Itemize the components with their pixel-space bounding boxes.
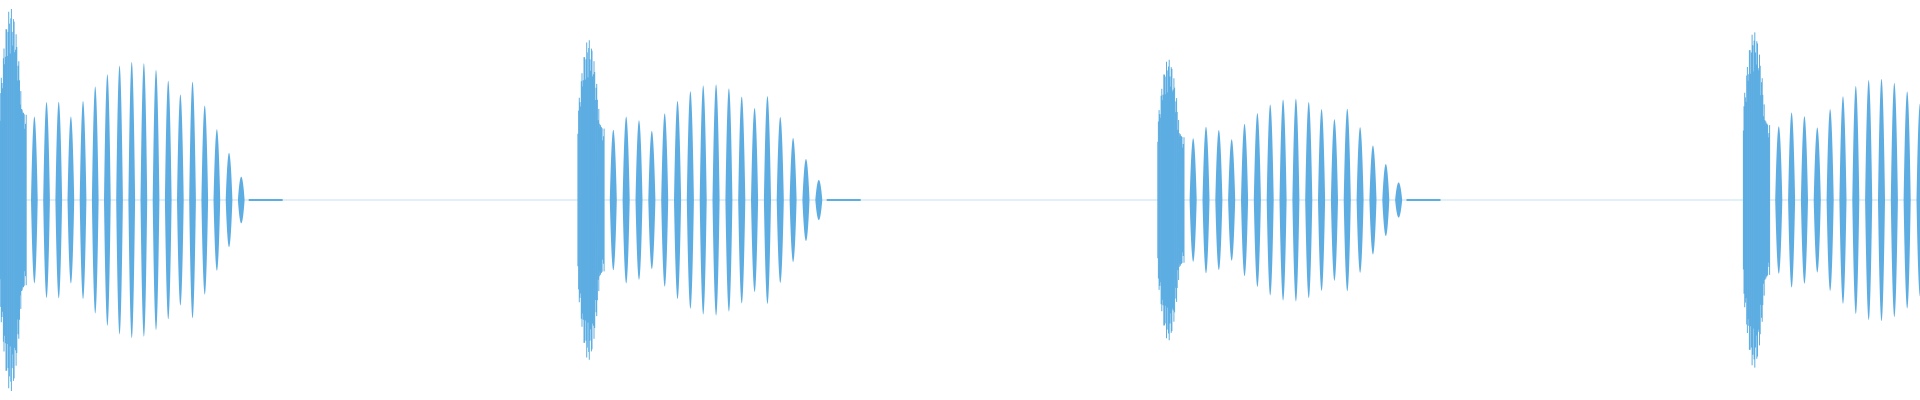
waveform-cycle bbox=[712, 84, 720, 316]
waveform-cycle bbox=[1215, 129, 1223, 271]
waveform-cycle bbox=[1839, 96, 1847, 304]
waveform-cycle bbox=[91, 86, 99, 314]
waveform-cycle bbox=[55, 101, 63, 299]
waveform-cycle bbox=[776, 117, 784, 283]
waveform-cycle bbox=[596, 124, 604, 276]
waveform-cycle bbox=[1305, 101, 1313, 299]
waveform-cycle bbox=[751, 108, 759, 292]
waveform-cycle bbox=[128, 61, 136, 339]
waveform-cycle bbox=[763, 96, 771, 304]
waveform-cycle bbox=[1890, 82, 1898, 318]
waveform-cycle bbox=[1826, 109, 1834, 291]
waveform-cycle bbox=[802, 158, 810, 242]
waveform-cycle bbox=[1775, 126, 1783, 274]
waveform-cycle bbox=[686, 91, 694, 309]
waveform-bursts bbox=[0, 9, 1920, 391]
waveform-cycle bbox=[1813, 127, 1821, 273]
waveform-cycle bbox=[815, 179, 823, 221]
waveform-cycle bbox=[738, 96, 746, 304]
waveform-burst bbox=[577, 40, 861, 360]
waveform-cycle bbox=[1266, 104, 1274, 296]
waveform-cycle bbox=[1865, 79, 1873, 321]
waveform-cycle bbox=[237, 176, 245, 224]
waveform-cycle bbox=[648, 130, 656, 270]
waveform-cycle bbox=[152, 69, 160, 331]
waveform-cycle bbox=[18, 109, 26, 291]
waveform-cycle bbox=[1788, 112, 1796, 288]
waveform-cycle bbox=[104, 74, 111, 326]
waveform-cycle bbox=[609, 129, 617, 271]
waveform-cycle bbox=[225, 152, 233, 248]
waveform-cycle bbox=[1292, 98, 1300, 302]
waveform-cycle bbox=[725, 88, 733, 312]
waveform-cycle bbox=[674, 101, 682, 299]
waveform-cycle bbox=[1176, 133, 1184, 267]
waveform-cycle bbox=[1852, 86, 1860, 314]
waveform-cycle bbox=[1343, 108, 1351, 292]
waveform-cycle bbox=[213, 129, 221, 271]
waveform-cycle bbox=[79, 101, 87, 299]
waveform-cycle bbox=[789, 138, 797, 262]
waveform-cycle bbox=[1228, 139, 1236, 261]
waveform-cycle bbox=[1356, 127, 1364, 273]
waveform-cycle bbox=[164, 80, 172, 320]
waveform-cycle bbox=[1253, 113, 1261, 287]
waveform-cycle bbox=[31, 116, 38, 284]
waveform-burst bbox=[1157, 59, 1441, 341]
waveform-cycle bbox=[622, 116, 630, 284]
waveform-cycle bbox=[1762, 120, 1770, 280]
waveform-cycle bbox=[1369, 145, 1377, 255]
waveform-cycle bbox=[177, 94, 184, 306]
waveform-cycle bbox=[1878, 78, 1885, 322]
waveform-cycle bbox=[1903, 91, 1911, 309]
waveform-cycle bbox=[661, 113, 669, 287]
waveform-cycle bbox=[1395, 182, 1403, 218]
waveform-cycle bbox=[189, 81, 196, 319]
waveform-cycle bbox=[1330, 119, 1338, 281]
waveform-cycle bbox=[635, 120, 643, 280]
waveform-cycle bbox=[140, 63, 148, 337]
waveform-cycle bbox=[1279, 99, 1287, 301]
waveform-cycle bbox=[1241, 123, 1249, 277]
waveform-cycle bbox=[67, 116, 75, 284]
waveform-cycle bbox=[116, 65, 123, 335]
waveform-cycle bbox=[1202, 126, 1210, 274]
waveform-burst bbox=[0, 9, 283, 391]
waveform-burst bbox=[1742, 32, 1920, 368]
waveform-cycle bbox=[43, 102, 50, 298]
waveform-cycle bbox=[1382, 163, 1390, 237]
waveform-cycle bbox=[1318, 109, 1326, 291]
waveform-cycle bbox=[1189, 138, 1197, 262]
waveform-cycle bbox=[1916, 103, 1920, 297]
waveform-cycle bbox=[699, 85, 707, 315]
waveform-cycle bbox=[1800, 116, 1808, 284]
waveform-cycle bbox=[201, 105, 209, 295]
